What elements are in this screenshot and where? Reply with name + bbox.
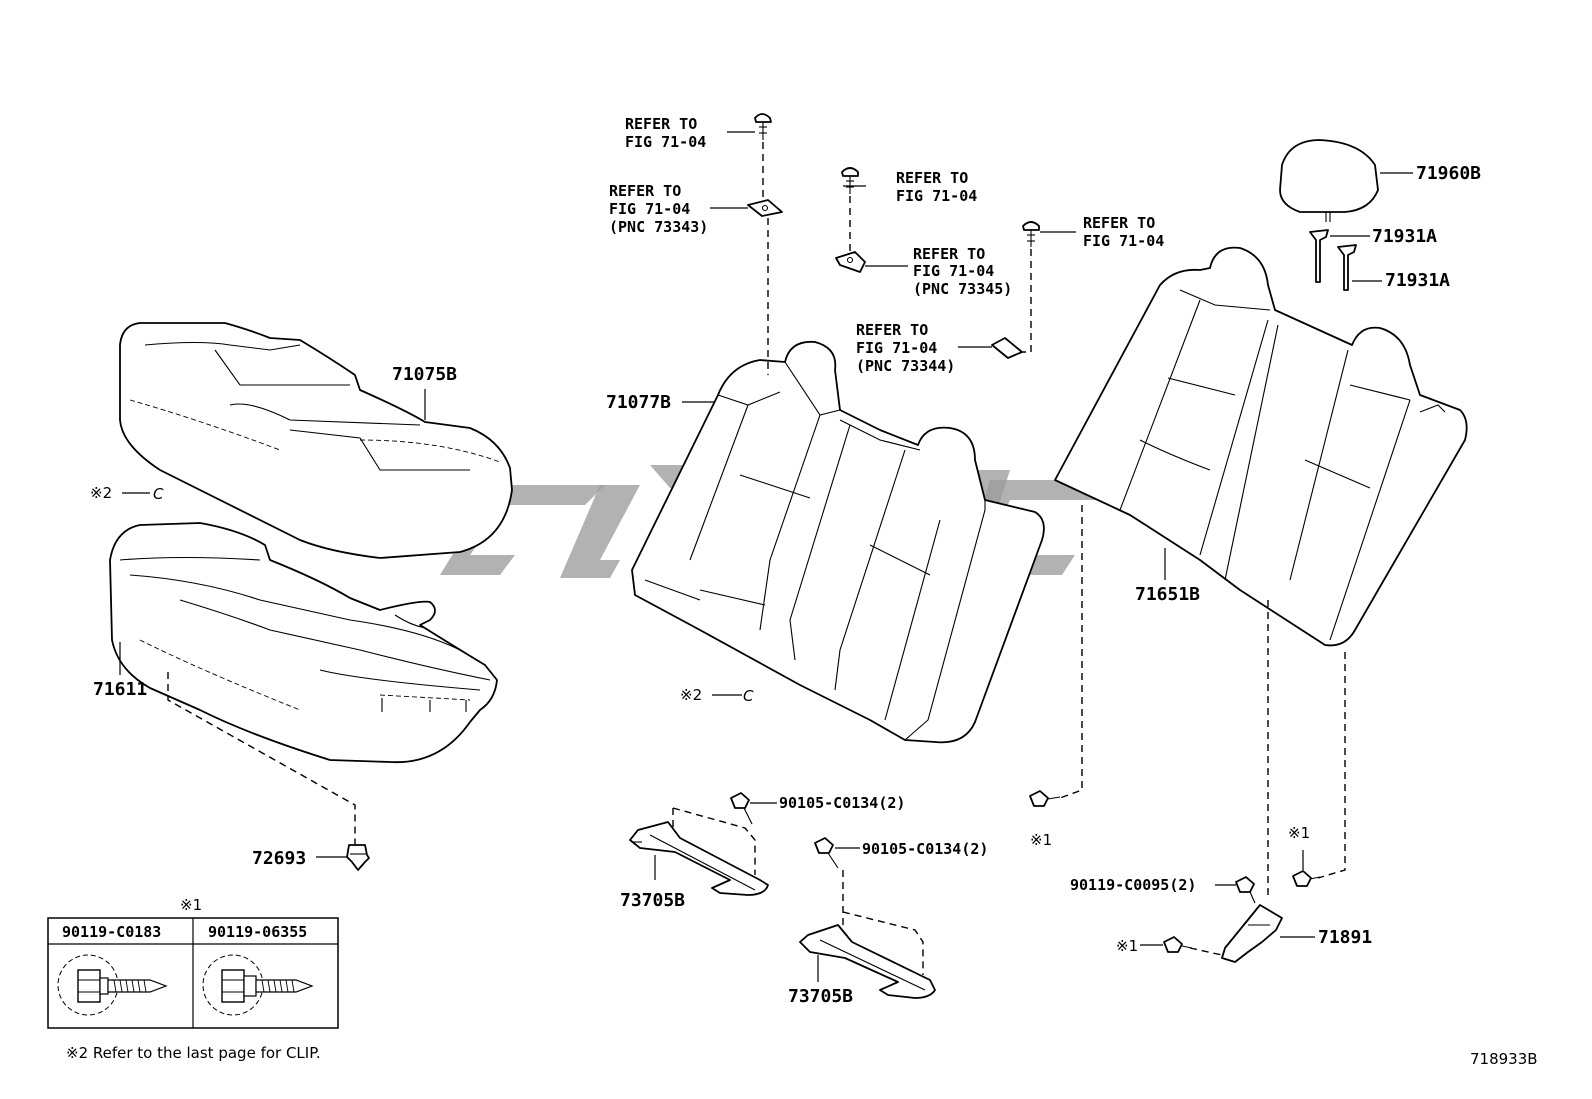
bolt-90105-lower: [814, 837, 839, 869]
label-90105-upper: 90105-C0134(2): [779, 794, 905, 812]
label-73705B-lower: 73705B: [788, 986, 853, 1007]
fig-ref-2: FIG 71-04: [609, 200, 690, 218]
seat-cushion-cover-71075B: [119, 322, 513, 559]
refer-to-2: REFER TO: [609, 182, 681, 200]
bracket-73345: [835, 251, 866, 273]
clip-c-left: C: [153, 485, 164, 503]
label-90105-lower: 90105-C0134(2): [862, 840, 988, 858]
diagram-code: 718933B: [1470, 1050, 1538, 1068]
seatback-cover-71077B: [631, 340, 1045, 744]
bolt-top-2: [841, 167, 859, 194]
refer-to-6: REFER TO: [1083, 214, 1155, 232]
label-71651B: 71651B: [1135, 584, 1200, 605]
note1-marker-c: ※1: [1116, 937, 1138, 955]
headrest-71960B: [1279, 139, 1379, 222]
clip-72693: [346, 844, 370, 871]
note1-marker-a: ※1: [1030, 831, 1052, 849]
bracket-71891: [1221, 904, 1283, 963]
bolt-note1-left: [1029, 790, 1061, 807]
hinge-73705B-upper: [629, 821, 769, 896]
fig-ref-5: FIG 71-04: [856, 339, 937, 357]
note2-marker-left: ※2: [90, 484, 112, 502]
fig-ref-4: FIG 71-04: [913, 262, 994, 280]
label-71075B: 71075B: [392, 364, 457, 385]
pnc-73343: (PNC 73343): [609, 218, 708, 236]
bolt-top-1: [754, 113, 772, 140]
seat-cushion-pad-71611: [109, 522, 498, 764]
table-col2-header: 90119-06355: [208, 923, 307, 941]
hinge-73705B-lower: [799, 924, 936, 999]
label-71931A-1: 71931A: [1372, 226, 1437, 247]
fig-ref-1: FIG 71-04: [625, 133, 706, 151]
refer-to-4: REFER TO: [913, 245, 985, 263]
note1-marker-b: ※1: [1288, 824, 1310, 842]
pnc-73345: (PNC 73345): [913, 280, 1012, 298]
label-72693: 72693: [252, 848, 306, 869]
fastener-table: ※1 90119-C0183 90119-06355: [47, 896, 339, 1029]
headrest-guide-71931A-2: [1337, 244, 1357, 291]
label-90119-c0095: 90119-C0095(2): [1070, 876, 1196, 894]
seatback-pad-71651B: [1054, 246, 1468, 647]
bolt-note1-right: [1292, 870, 1321, 887]
bolt-icon-90119-c0183: [57, 954, 168, 1016]
bolt-icon-90119-06355: [202, 954, 314, 1016]
bracket-73343: [747, 199, 783, 217]
table-header-note1: ※1: [180, 896, 202, 914]
bolt-90119-c0095: [1235, 876, 1256, 904]
label-71931A-2: 71931A: [1385, 270, 1450, 291]
label-71891: 71891: [1318, 927, 1372, 948]
label-73705B-upper: 73705B: [620, 890, 685, 911]
refer-to-3: REFER TO: [896, 169, 968, 187]
pnc-73344: (PNC 73344): [856, 357, 955, 375]
bolt-note1-bottom: [1163, 936, 1193, 953]
label-71077B: 71077B: [606, 392, 671, 413]
fig-ref-3: FIG 71-04: [896, 187, 977, 205]
note2-marker-middle: ※2: [680, 686, 702, 704]
clip-c-middle: C: [743, 687, 754, 705]
headrest-guide-71931A-1: [1309, 229, 1329, 283]
fig-ref-6: FIG 71-04: [1083, 232, 1164, 250]
bolt-90105-upper: [730, 792, 753, 825]
bracket-73344: [991, 337, 1023, 359]
label-71611: 71611: [93, 679, 147, 700]
bolt-top-3: [1022, 221, 1040, 247]
clip-note: ※2 Refer to the last page for CLIP.: [66, 1044, 321, 1062]
label-71960B: 71960B: [1416, 163, 1481, 184]
table-col1-header: 90119-C0183: [62, 923, 161, 941]
refer-to-5: REFER TO: [856, 321, 928, 339]
refer-to-1: REFER TO: [625, 115, 697, 133]
